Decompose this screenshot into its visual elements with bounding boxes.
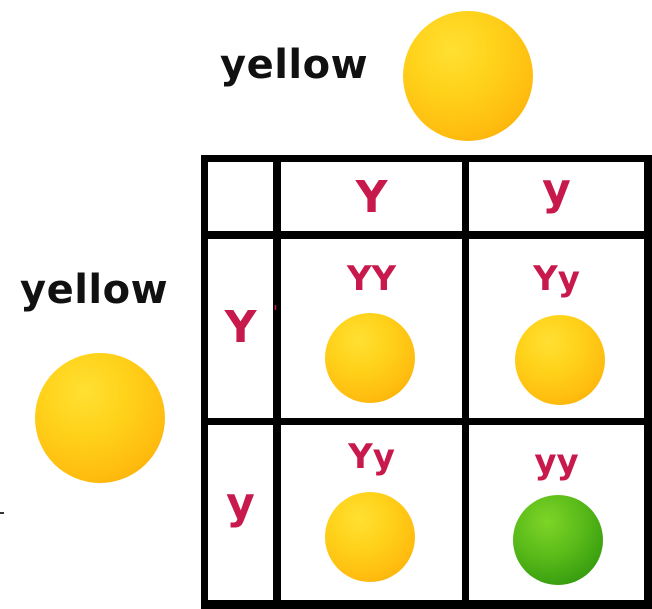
grid-line-v2 [273, 156, 281, 609]
offspring-yellow-pea [325, 492, 415, 582]
column-gamete-2: y [542, 164, 571, 215]
grid-line-h4 [201, 600, 652, 609]
grid-line-v3 [462, 156, 469, 609]
edge-mark [0, 512, 4, 514]
offspring-green-pea [513, 495, 603, 585]
row-gamete-1: Y [224, 302, 257, 353]
column-gamete-1: Y [355, 172, 388, 223]
offspring-genotype-yy-hetero-2: Yy [348, 437, 395, 477]
grid-line-h2 [201, 231, 652, 239]
offspring-genotype-yy-dominant: YY [346, 259, 397, 299]
grid-line-h3 [201, 418, 652, 425]
offspring-genotype-yy-recessive: yy [534, 442, 579, 482]
grid-line-v4 [644, 156, 652, 609]
stray-mark: ' [273, 302, 278, 323]
offspring-yellow-pea [515, 315, 605, 405]
left-parent-yellow-pea [35, 353, 165, 483]
top-parent-label: yellow [220, 42, 369, 88]
offspring-yellow-pea [325, 313, 415, 403]
left-parent-label: yellow [20, 267, 169, 313]
top-parent-yellow-pea [403, 11, 533, 141]
row-gamete-2: y [226, 478, 255, 529]
grid-line-v1 [201, 156, 208, 609]
offspring-genotype-yy-hetero-1: Yy [533, 259, 580, 299]
grid-line-h1 [201, 155, 652, 162]
